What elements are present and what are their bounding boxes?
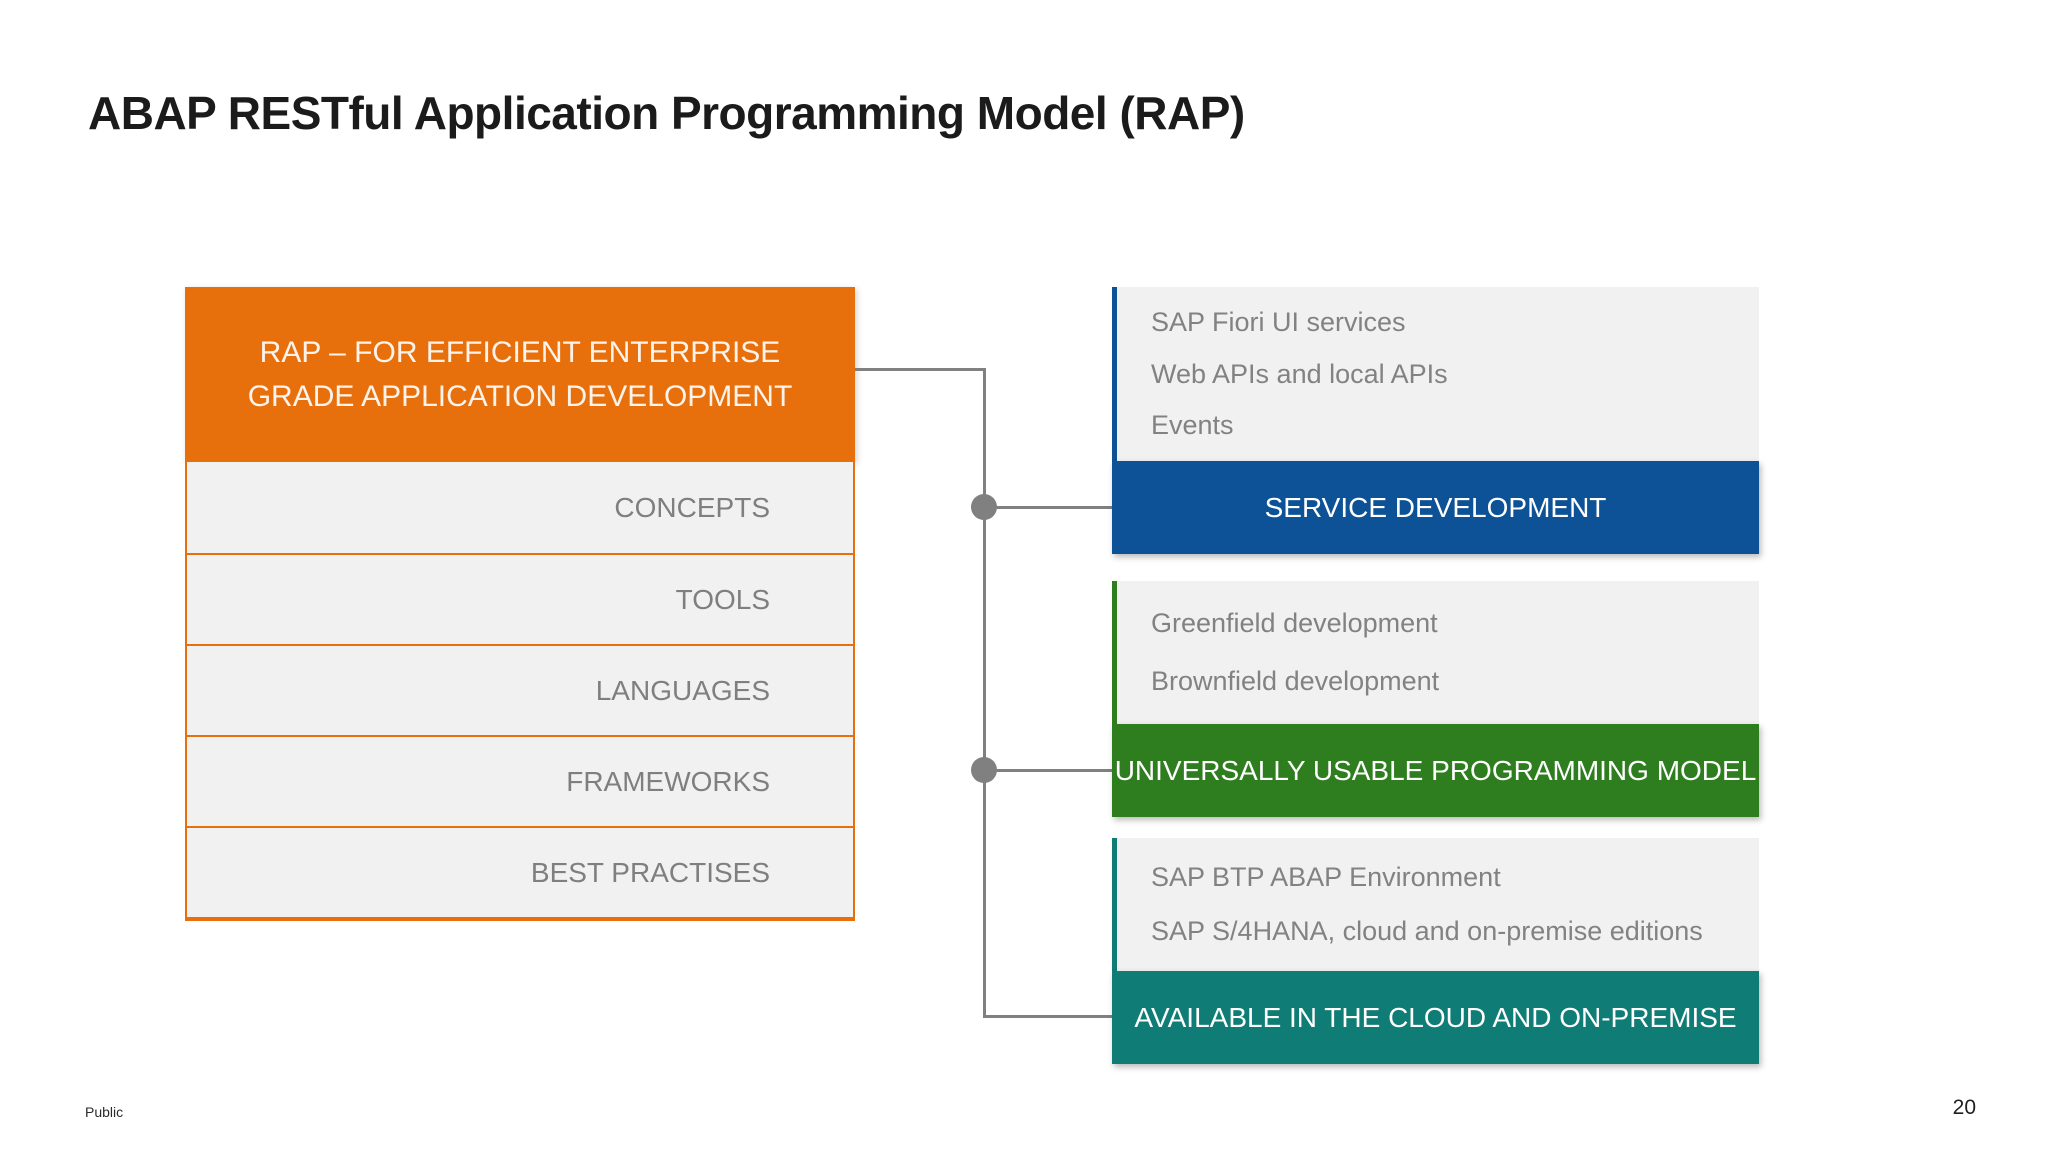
- connector-node-service-development: [971, 494, 997, 520]
- service-development-bar: SERVICE DEVELOPMENT: [1112, 461, 1759, 554]
- connector-to-cloud-onpremise: [985, 1015, 1112, 1018]
- list-item: Brownfield development: [1151, 666, 1440, 696]
- service-development-items-box: SAP Fiori UI services Web APIs and local…: [1112, 287, 1759, 461]
- connector-horizontal-from-header: [855, 368, 985, 371]
- classification-label: Public: [85, 1104, 124, 1120]
- list-item: SAP BTP ABAP Environment: [1151, 861, 1501, 892]
- rap-header-box: RAP – FOR EFFICIENT ENTERPRISE GRADE APP…: [185, 287, 855, 462]
- table-row-best-practises: BEST PRACTISES: [187, 826, 853, 917]
- page-number: 20: [1952, 1096, 1976, 1119]
- connector-to-service-development: [985, 506, 1112, 509]
- rap-aspect-rows: CONCEPTS TOOLS LANGUAGES FRAMEWORKS BEST…: [185, 462, 855, 921]
- cloud-onpremise-bar: AVAILABLE IN THE CLOUD AND ON-PREMISE: [1112, 971, 1759, 1064]
- list-item: Events: [1151, 409, 1234, 440]
- programming-model-items-box: Greenfield development Brownfield develo…: [1112, 581, 1759, 724]
- table-row-concepts: CONCEPTS: [187, 462, 853, 553]
- programming-model-bar: UNIVERSALLY USABLE PROGRAMMING MODEL: [1112, 724, 1759, 817]
- list-item: SAP Fiori UI services: [1151, 307, 1406, 338]
- list-item: SAP S/4HANA, cloud and on-premise editio…: [1151, 916, 1703, 947]
- table-row-frameworks: FRAMEWORKS: [187, 735, 853, 826]
- table-row-tools: TOOLS: [187, 553, 853, 644]
- page-title: ABAP RESTful Application Programming Mod…: [88, 87, 1245, 139]
- connector-vertical-trunk: [983, 368, 986, 1018]
- cloud-onpremise-items-box: SAP BTP ABAP Environment SAP S/4HANA, cl…: [1112, 838, 1759, 971]
- list-item: Greenfield development: [1151, 608, 1438, 638]
- list-item: Web APIs and local APIs: [1151, 358, 1448, 389]
- rap-overview-table: RAP – FOR EFFICIENT ENTERPRISE GRADE APP…: [185, 287, 855, 921]
- connector-to-programming-model: [985, 769, 1112, 772]
- table-row-languages: LANGUAGES: [187, 644, 853, 735]
- connector-node-programming-model: [971, 757, 997, 783]
